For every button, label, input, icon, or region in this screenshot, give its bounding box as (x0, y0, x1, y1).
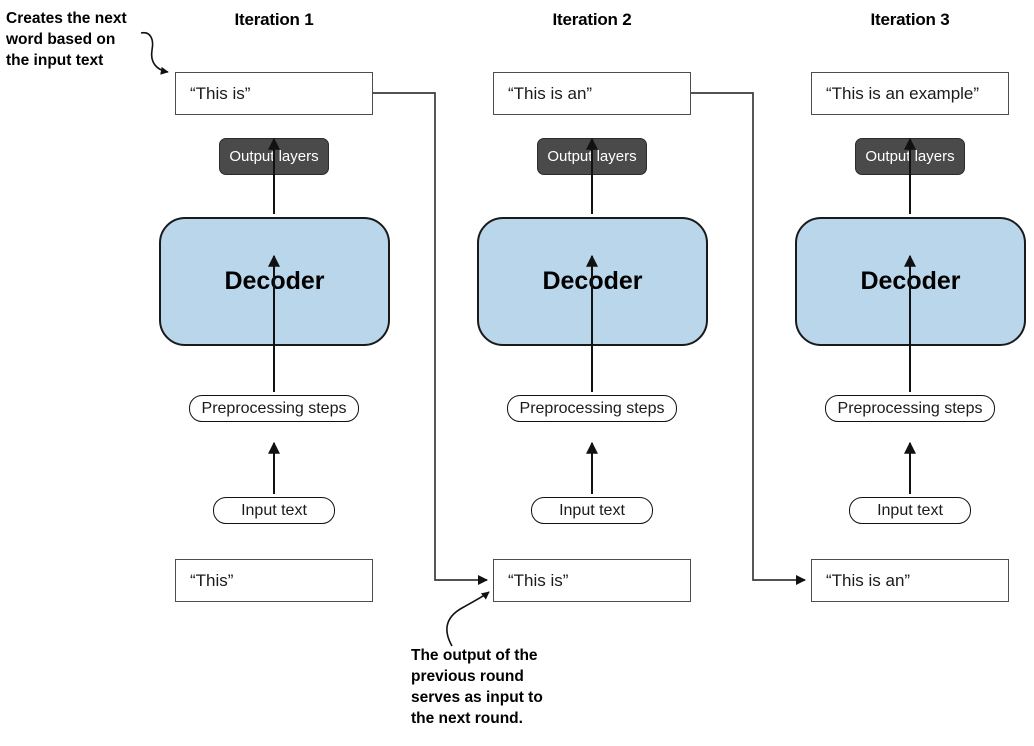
feedback-connector-2-to-3 (691, 92, 807, 586)
annotation-top-left-line-2: word based on (6, 31, 116, 48)
annotation-top-left-line-3: the input text (6, 52, 104, 69)
input-string-box-iteration-2: “This is” (493, 559, 691, 602)
column-title-iteration-1: Iteration 1 (234, 10, 314, 29)
annotation-top-left: Creates the next word based on the input… (6, 8, 156, 71)
annotation-bottom-line-4: the next round. (411, 710, 523, 727)
output-layers-box-iteration-2: Output layers (537, 138, 647, 175)
output-layers-box-iteration-3: Output layers (855, 138, 965, 175)
decoder-box-iteration-1: Decoder (159, 217, 390, 346)
annotation-bottom-line-2: previous round (411, 668, 524, 685)
input-string-box-iteration-3: “This is an” (811, 559, 1009, 602)
callout-leader-bottom (446, 591, 490, 647)
column-title-iteration-2: Iteration 2 (552, 10, 632, 29)
input-text-box-iteration-3: Input text (849, 497, 971, 524)
input-text-box-iteration-2: Input text (531, 497, 653, 524)
decoder-box-iteration-2: Decoder (477, 217, 708, 346)
annotation-bottom-line-1: The output of the (411, 647, 538, 664)
column-title-iteration-3: Iteration 3 (870, 10, 950, 29)
input-string-box-iteration-1: “This” (175, 559, 373, 602)
annotation-top-left-line-1: Creates the next (6, 10, 127, 27)
input-text-box-iteration-1: Input text (213, 497, 335, 524)
preprocessing-box-iteration-3: Preprocessing steps (825, 395, 995, 422)
decoder-box-iteration-3: Decoder (795, 217, 1026, 346)
output-text-box-iteration-1: “This is” (175, 72, 373, 115)
output-text-box-iteration-3: “This is an example” (811, 72, 1009, 115)
feedback-connector-1-to-2 (373, 92, 489, 586)
annotation-bottom-line-3: serves as input to (411, 689, 543, 706)
preprocessing-box-iteration-1: Preprocessing steps (189, 395, 359, 422)
preprocessing-box-iteration-2: Preprocessing steps (507, 395, 677, 422)
output-layers-box-iteration-1: Output layers (219, 138, 329, 175)
annotation-bottom: The output of the previous round serves … (411, 645, 601, 729)
output-text-box-iteration-2: “This is an” (493, 72, 691, 115)
